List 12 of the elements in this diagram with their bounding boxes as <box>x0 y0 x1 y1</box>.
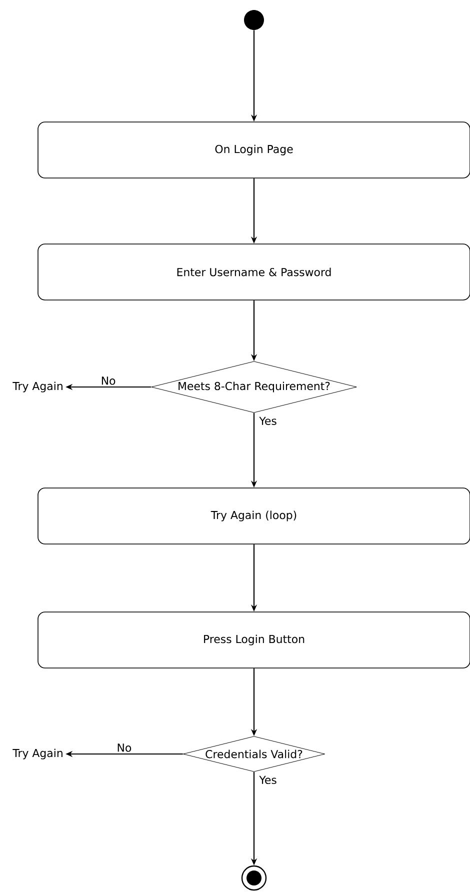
action-box: On Login Page <box>38 122 470 178</box>
edge-label: No <box>102 376 116 385</box>
start-node <box>244 10 264 30</box>
end-node <box>241 865 267 891</box>
action-box: Press Login Button <box>38 612 470 668</box>
outcome-text: Try Again <box>12 382 62 392</box>
edge-label: Yes <box>259 776 276 784</box>
action-box: Enter Username & Password <box>38 244 470 300</box>
edge-label: No <box>118 744 132 752</box>
outcome-text: Try Again <box>12 748 62 760</box>
edge-label: Yes <box>259 416 276 425</box>
action-box: Try Again (loop) <box>38 488 470 544</box>
